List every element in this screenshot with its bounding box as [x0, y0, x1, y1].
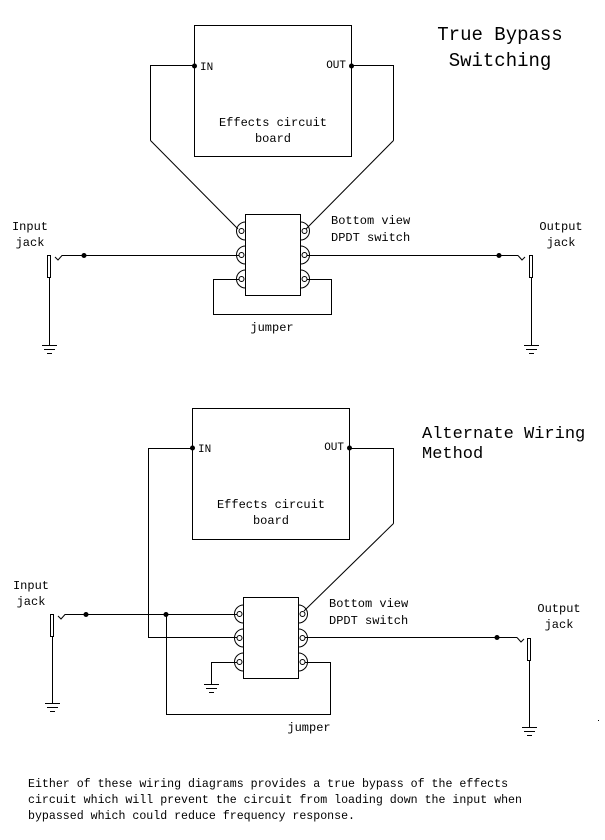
out-label-1: OUT: [326, 60, 346, 72]
jumper-1: [213, 279, 332, 315]
diagram-1-title-line-1: True Bypass: [437, 24, 562, 46]
input-jack-2: [50, 614, 54, 637]
output-jack-label-2-line-2: jack: [545, 618, 574, 632]
output-junction-2: [494, 635, 500, 640]
input-junction-1: [81, 253, 87, 258]
output-jack-label-2-line-1: Output: [537, 602, 580, 616]
dpdt-switch-2: [243, 597, 299, 679]
diagram-2-title-line-2: Method: [422, 445, 483, 464]
input-wire-1: [54, 255, 239, 261]
jumper-label-2: jumper: [287, 721, 330, 735]
output-tip-2: [516, 637, 525, 643]
input-junction-2a: [83, 612, 89, 617]
ground-icon: [204, 684, 219, 693]
input-jack-1: [47, 255, 51, 278]
wire-out-2: [349, 448, 394, 524]
input-jack-label-2-line-1: Input: [13, 579, 49, 593]
input-jack-label-2-line-2: jack: [17, 595, 46, 609]
wire-out-diag-2: [303, 523, 394, 612]
effects-board-2: [192, 408, 350, 540]
out-label-2: OUT: [324, 442, 344, 454]
jumper-label-1: jumper: [250, 321, 293, 335]
diagram-2-title-line-1: Alternate Wiring: [422, 425, 585, 444]
footnote: Either of these wiring diagrams provides…: [28, 778, 522, 823]
dpdt-switch-1: [245, 214, 301, 296]
ground-icon: [45, 703, 60, 712]
output-jack-label-1-line-1: Output: [539, 220, 582, 234]
switch-ground-wire-2: [211, 662, 237, 684]
output-junction-1: [496, 253, 502, 258]
output-jack-label-1-line-2: jack: [547, 236, 576, 250]
output-jack-1: [529, 255, 533, 278]
input-jack-label-1-line-1: Input: [12, 220, 48, 234]
in-label-1: IN: [200, 62, 213, 74]
input-wire-2: [57, 614, 237, 620]
effects-board-1: [194, 25, 352, 157]
input-jack-label-1-line-2: jack: [16, 236, 45, 250]
ground-icon: [522, 727, 537, 736]
diagram-1-title-line-2: Switching: [449, 50, 552, 72]
diagram-true-bypass: True Bypass Switching IN OUT Effects cir…: [12, 24, 583, 354]
output-tip-1: [517, 255, 526, 261]
switch-label-2-line-1: Bottom view: [329, 597, 409, 611]
effects-board-label-1-line-2: board: [255, 132, 291, 146]
switch-label-1-line-1: Bottom view: [331, 214, 411, 228]
wire-in-2: [148, 448, 237, 638]
wire-in-1: [150, 65, 195, 141]
output-jack-2: [527, 638, 531, 661]
wire-out-1: [351, 65, 394, 141]
wire-in-diag-1: [150, 140, 239, 230]
effects-board-label-1-line-1: Effects circuit: [219, 116, 327, 130]
diagram-alternate-wiring: Alternate Wiring Method IN OUT Effects c…: [13, 408, 599, 736]
jumper-2: [166, 614, 331, 715]
ground-icon: [524, 345, 539, 354]
effects-board-label-2-line-1: Effects circuit: [217, 498, 325, 512]
switch-label-2-line-2: DPDT switch: [329, 614, 408, 628]
in-label-2: IN: [198, 444, 211, 456]
ground-icon: [42, 345, 57, 354]
wire-out-diag-1: [305, 140, 394, 230]
switch-label-1-line-2: DPDT switch: [331, 231, 410, 245]
effects-board-label-2-line-2: board: [253, 514, 289, 528]
stray-pixel: [598, 720, 599, 721]
